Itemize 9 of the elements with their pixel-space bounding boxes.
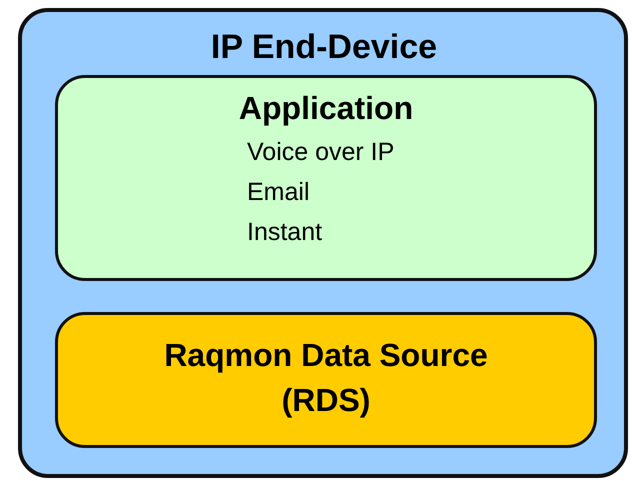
list-item: Voice over IP (247, 138, 394, 167)
box-label: Raqmon Data Source (RDS) (163, 336, 489, 420)
list-item: Instant (247, 218, 322, 247)
list-item: Email (247, 178, 310, 207)
application-box (55, 75, 597, 281)
container-title: IP End-Device (210, 28, 438, 68)
device-container (18, 8, 628, 478)
data-source-box (55, 312, 597, 448)
box-heading: Application (238, 90, 414, 127)
